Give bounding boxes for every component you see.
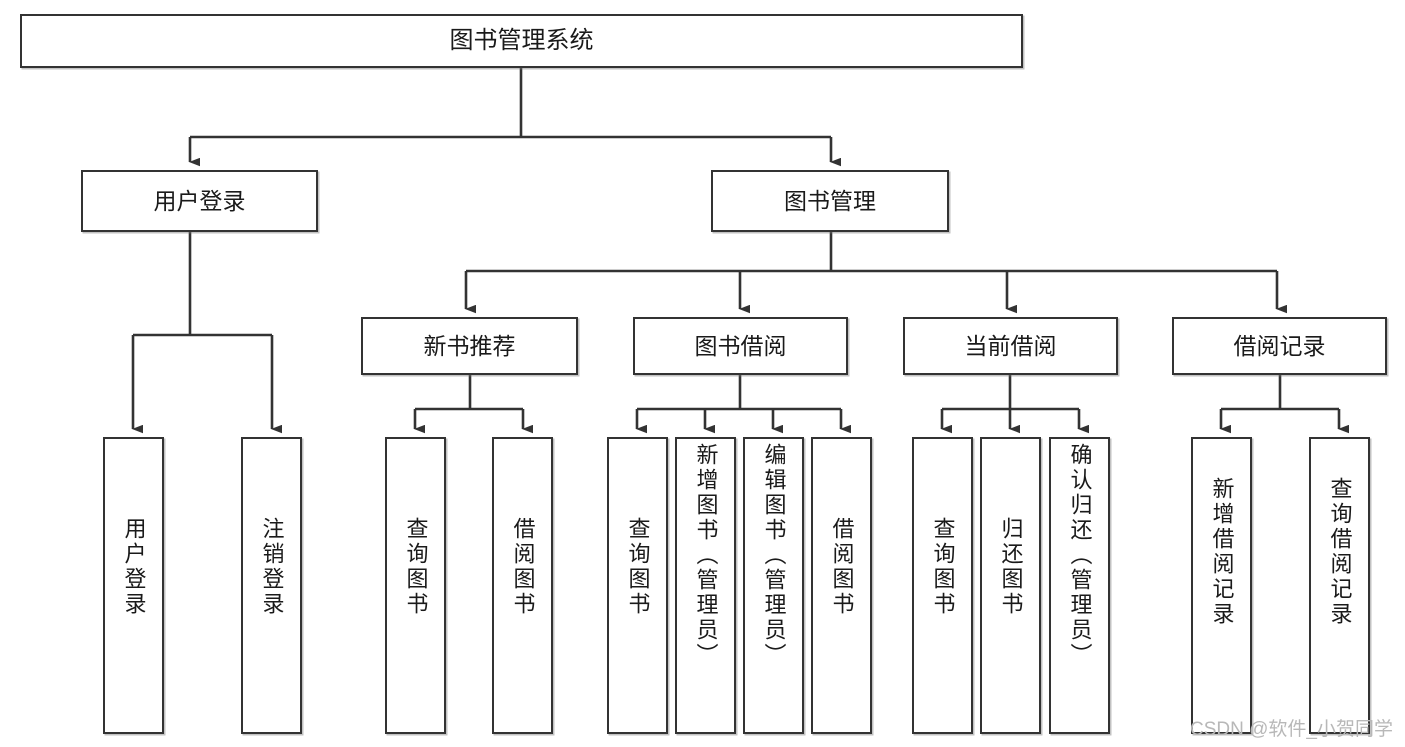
node-leaf-return-book-label: 归还图书 <box>998 517 1024 617</box>
node-book-manage[interactable]: 图书管理 <box>711 170 949 232</box>
node-borrow-record-label: 借阅记录 <box>1233 332 1326 359</box>
node-leaf-confirm-return-label: 确认归还（管理员） <box>1067 443 1093 668</box>
node-leaf-edit-book[interactable]: 编辑图书（管理员） <box>743 437 804 734</box>
node-leaf-return-book[interactable]: 归还图书 <box>980 437 1041 734</box>
node-book-borrow-label: 图书借阅 <box>694 332 787 359</box>
node-leaf-edit-book-label: 编辑图书（管理员） <box>761 443 787 668</box>
node-leaf-borrow-book-2[interactable]: 借阅图书 <box>811 437 872 734</box>
node-leaf-add-record-label: 新增借阅记录 <box>1209 477 1235 627</box>
node-new-book-recommend[interactable]: 新书推荐 <box>361 317 578 375</box>
csdn-watermark: CSDN @软件_小贺同学 <box>1190 719 1393 740</box>
node-leaf-add-book[interactable]: 新增图书（管理员） <box>675 437 736 734</box>
node-book-borrow[interactable]: 图书借阅 <box>633 317 848 375</box>
node-leaf-user-login-label: 用户登录 <box>121 517 147 617</box>
node-leaf-query-record-label: 查询借阅记录 <box>1327 477 1353 627</box>
node-leaf-borrow-book-1-label: 借阅图书 <box>510 517 536 617</box>
node-borrow-record[interactable]: 借阅记录 <box>1172 317 1387 375</box>
node-leaf-query-book-2-label: 查询图书 <box>625 517 651 617</box>
node-leaf-borrow-book-1[interactable]: 借阅图书 <box>492 437 553 734</box>
node-current-borrow-label: 当前借阅 <box>964 332 1057 359</box>
node-leaf-query-book-3[interactable]: 查询图书 <box>912 437 973 734</box>
node-leaf-confirm-return[interactable]: 确认归还（管理员） <box>1049 437 1110 734</box>
node-root-label: 图书管理系统 <box>449 27 594 55</box>
node-leaf-query-record[interactable]: 查询借阅记录 <box>1309 437 1370 734</box>
node-current-borrow[interactable]: 当前借阅 <box>903 317 1118 375</box>
node-leaf-logout-label: 注销登录 <box>259 517 285 617</box>
node-leaf-logout[interactable]: 注销登录 <box>241 437 302 734</box>
node-root[interactable]: 图书管理系统 <box>20 14 1023 68</box>
node-user-login-label: 用户登录 <box>153 187 246 214</box>
node-leaf-add-record[interactable]: 新增借阅记录 <box>1191 437 1252 734</box>
node-leaf-query-book-3-label: 查询图书 <box>930 517 956 617</box>
node-leaf-query-book-2[interactable]: 查询图书 <box>607 437 668 734</box>
node-new-book-recommend-label: 新书推荐 <box>423 332 516 359</box>
node-user-login[interactable]: 用户登录 <box>81 170 318 232</box>
node-leaf-user-login[interactable]: 用户登录 <box>103 437 164 734</box>
node-book-manage-label: 图书管理 <box>784 187 876 214</box>
node-leaf-query-book-1[interactable]: 查询图书 <box>385 437 446 734</box>
node-leaf-borrow-book-2-label: 借阅图书 <box>829 517 855 617</box>
node-leaf-query-book-1-label: 查询图书 <box>403 517 429 617</box>
node-leaf-add-book-label: 新增图书（管理员） <box>693 443 719 668</box>
